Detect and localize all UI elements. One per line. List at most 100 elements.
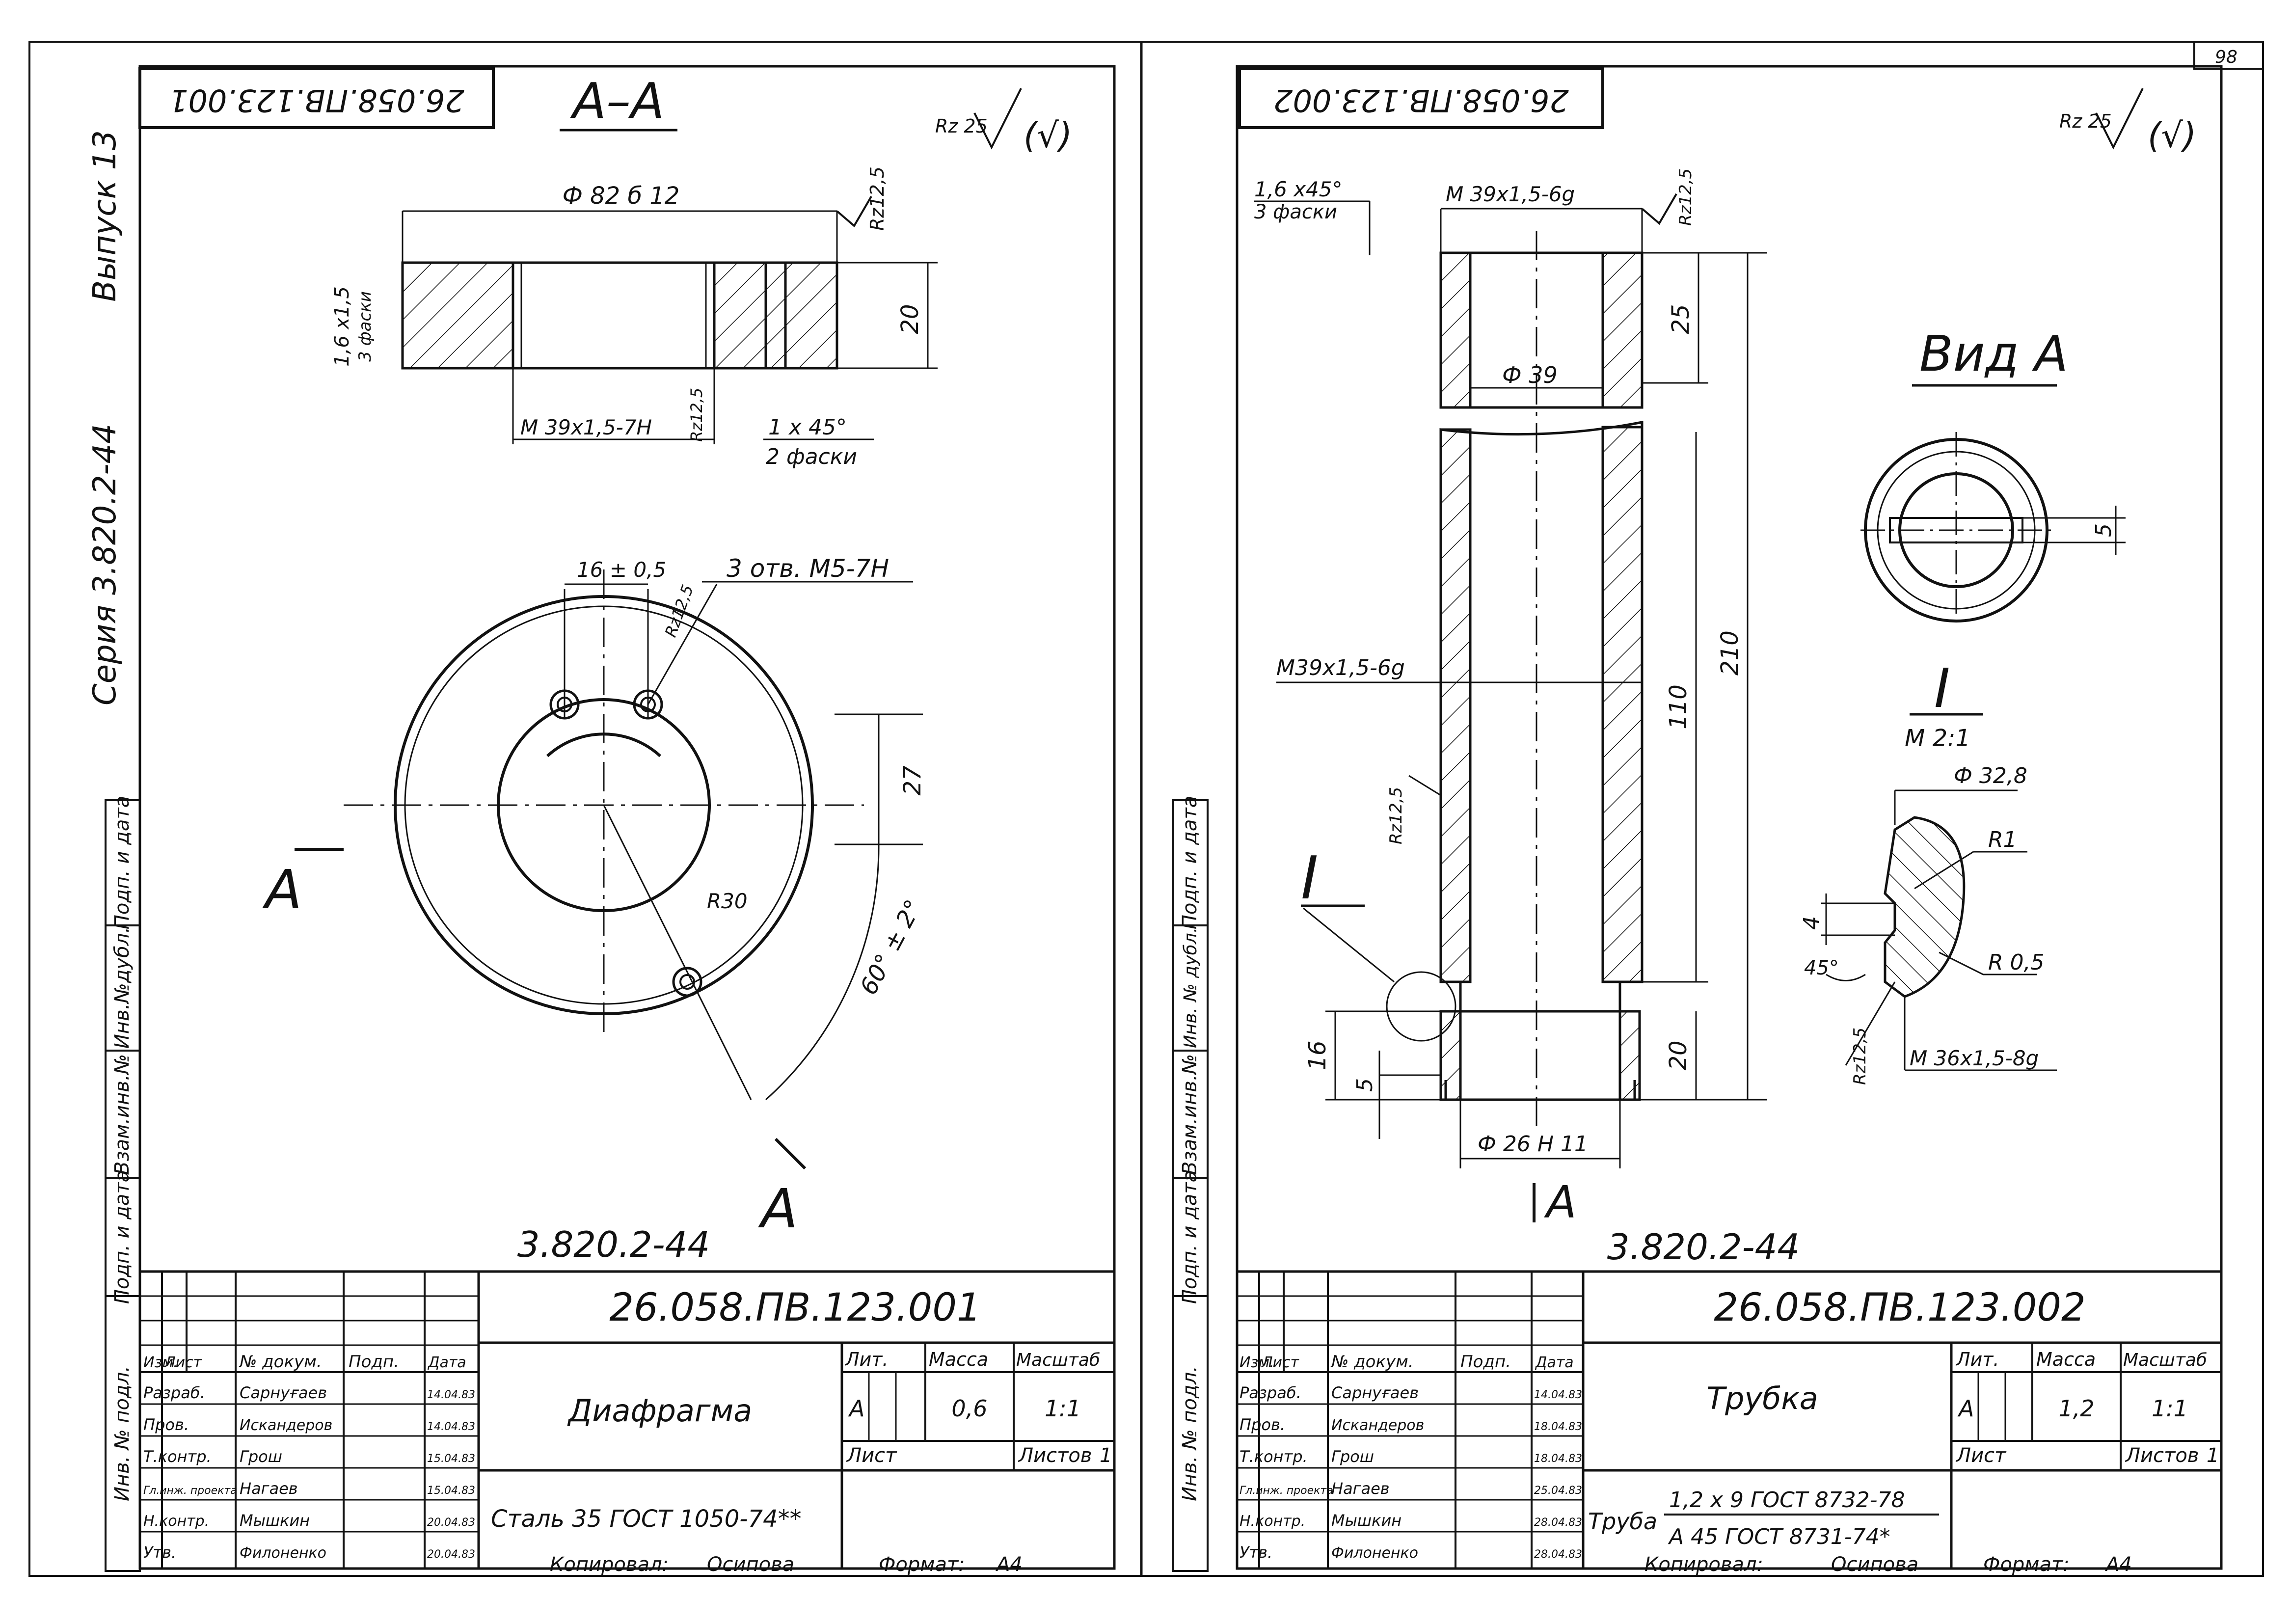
dim-210: 210 — [1716, 630, 1744, 676]
staff-date: 18.04.83 — [1534, 1453, 1582, 1465]
thread-top-roughness: Rz12,5 — [1676, 168, 1696, 226]
roughness-general-note: (√) — [2148, 115, 2196, 156]
doc-code: 26.058.ПВ.123.001 — [609, 1286, 981, 1330]
series-code: 3.820.2-44 — [517, 1224, 710, 1265]
face-roughness: Rz12,5 — [866, 166, 888, 231]
page-border — [28, 41, 2264, 1577]
col-header: № докум. — [1330, 1352, 1414, 1372]
sheets-label: Листов — [2125, 1444, 2199, 1467]
staff-date: 14.04.83 — [427, 1421, 475, 1433]
thread-mid: М39x1,5-6g — [1276, 655, 1405, 680]
copied-by: Осипова — [707, 1553, 794, 1576]
dim-20: 20 — [1665, 1040, 1692, 1070]
detail-title: I — [1934, 657, 1950, 720]
stamp-label: Инв.№дубл. — [111, 927, 134, 1049]
title-block-left: Изм. Лист № докум. Подп. Дата Разраб. Са… — [138, 1270, 1116, 1576]
lit-label: Лит. — [1955, 1349, 1999, 1370]
sheet-label: Лист — [846, 1444, 897, 1467]
staff-date: 15.04.83 — [427, 1485, 475, 1497]
scale-value: 1:1 — [1045, 1395, 1081, 1422]
section-mark-bottom: А — [758, 1177, 798, 1240]
dim-25: 25 — [1667, 304, 1695, 334]
issue-label: Выпуск 13 — [87, 130, 123, 302]
detail-angle: 45° — [1804, 957, 1839, 979]
col-header: Изм. — [143, 1354, 178, 1371]
offset-dim: 27 — [899, 765, 926, 796]
detail-roughness: Rz12,5 — [1850, 1028, 1870, 1085]
staff-role: Утв. — [1240, 1543, 1272, 1562]
sheets-count: 1 — [1100, 1444, 1112, 1467]
chamfer-left-note: 3 фаски — [355, 291, 375, 362]
staff-date: 25.04.83 — [1534, 1485, 1582, 1497]
chamfer-left: 1,6 x1,5 — [331, 286, 353, 367]
thread-roughness: Rz12,5 — [687, 388, 706, 442]
staff-name: Грош — [240, 1447, 282, 1466]
section-mark-left: А — [262, 858, 302, 921]
copied-by: Осипова — [1831, 1553, 1918, 1576]
staff-date: 20.04.83 — [427, 1516, 475, 1529]
staff-role: Разраб. — [1240, 1383, 1301, 1402]
detail-r05: R 0,5 — [1988, 950, 2045, 975]
staff-row: Пров. Искандеров 14.04.83 — [143, 1415, 475, 1434]
stamp-label: Подп. и дата — [111, 796, 134, 929]
staff-role: Пров. — [1240, 1415, 1285, 1434]
bolt-circle-radius: R30 — [707, 889, 748, 913]
page-number: 98 — [2215, 47, 2237, 67]
page-number-box — [2193, 41, 2264, 70]
sheets-count: 1 — [2207, 1444, 2219, 1467]
stamp-label: Взам.инв.№ — [1179, 1054, 1201, 1175]
title-block-right: Изм. Лист № докум. Подп. Дата Разраб. Са… — [1236, 1270, 2223, 1576]
bottom-dia: Ф 26 Н 11 — [1478, 1132, 1588, 1157]
staff-name: Мышкин — [1331, 1511, 1402, 1530]
thread-top: М 39x1,5-6g — [1446, 182, 1575, 206]
col-header: Изм. — [1240, 1354, 1274, 1371]
material-line1: 1,2 x 9 ГОСТ 8732-78 — [1669, 1488, 1905, 1513]
col-header: Дата — [427, 1354, 466, 1371]
top-code-mirrored: 26.058.ПВ.123.001 — [169, 82, 464, 118]
staff-date: 14.04.83 — [427, 1389, 475, 1401]
dim-5: 5 — [1352, 1078, 1377, 1092]
staff-date: 20.04.83 — [427, 1548, 475, 1561]
right-sheet: 26.058.ПВ.123.002 Rz 25 (√) — [1236, 65, 2223, 1576]
staff-role: Т.контр. — [143, 1447, 212, 1466]
stamp-label: Подп. и дата — [1179, 796, 1201, 929]
staff-role: Пров. — [143, 1415, 189, 1434]
staff-date: 28.04.83 — [1534, 1548, 1582, 1561]
view-a-title: Вид А — [1919, 325, 2068, 382]
staff-role: Н.контр. — [143, 1513, 209, 1530]
format-label: Формат: — [879, 1553, 965, 1576]
left-sheet: 26.058.ПВ.123.001 А–А Rz 25 (√) Ф 82 б 1… — [138, 65, 1116, 1576]
staff-row: Утв. Филоненко 20.04.83 — [143, 1543, 475, 1562]
roughness-general-note: (√) — [1024, 115, 1072, 156]
staff-name: Искандеров — [1331, 1417, 1424, 1434]
series-code: 3.820.2-44 — [1607, 1226, 1800, 1268]
col-header: Дата — [1535, 1354, 1574, 1371]
top-code-mirrored: 26.058.ПВ.123.002 — [1273, 82, 1569, 118]
height-dim: 20 — [896, 304, 924, 334]
copied-label: Копировал: — [1644, 1553, 1763, 1576]
staff-role: Т.контр. — [1240, 1447, 1308, 1466]
sheets-label: Листов — [1018, 1444, 1092, 1467]
holes-note: 3 отв. М5-7Н — [727, 554, 889, 583]
col-header: Лист — [1261, 1354, 1300, 1371]
staff-name: Сарнуғаев — [1331, 1383, 1419, 1402]
stamp-label: Инв. № подл. — [111, 1366, 134, 1501]
chamfer: 1,6 x45° — [1254, 177, 1342, 201]
stamp-label: Подп. и дата — [111, 1170, 134, 1304]
hole-roughness: Rz12,5 — [661, 582, 697, 640]
part-name: Диафрагма — [567, 1393, 752, 1429]
view-a: Вид А 5 — [1860, 325, 2126, 628]
staff-name: Филоненко — [1331, 1544, 1418, 1562]
detail-mark: I — [1301, 844, 1318, 913]
col-header: Подп. — [349, 1352, 399, 1372]
staff-row: Н.контр. Мышкин 20.04.83 — [143, 1511, 475, 1530]
staff-name: Грош — [1331, 1447, 1374, 1466]
stamp-label: Инв. № подл. — [1179, 1366, 1201, 1501]
staff-date: 14.04.83 — [1534, 1389, 1582, 1401]
col-header: № докум. — [239, 1352, 322, 1372]
scale-label: Масштаб — [2123, 1350, 2207, 1370]
staff-row: Гл.инж. проекта Нагаев 15.04.83 — [143, 1479, 475, 1498]
staff-row: Гл.инж. проекта Нагаев 25.04.83 — [1240, 1479, 1582, 1498]
copied-label: Копировал: — [550, 1553, 669, 1576]
